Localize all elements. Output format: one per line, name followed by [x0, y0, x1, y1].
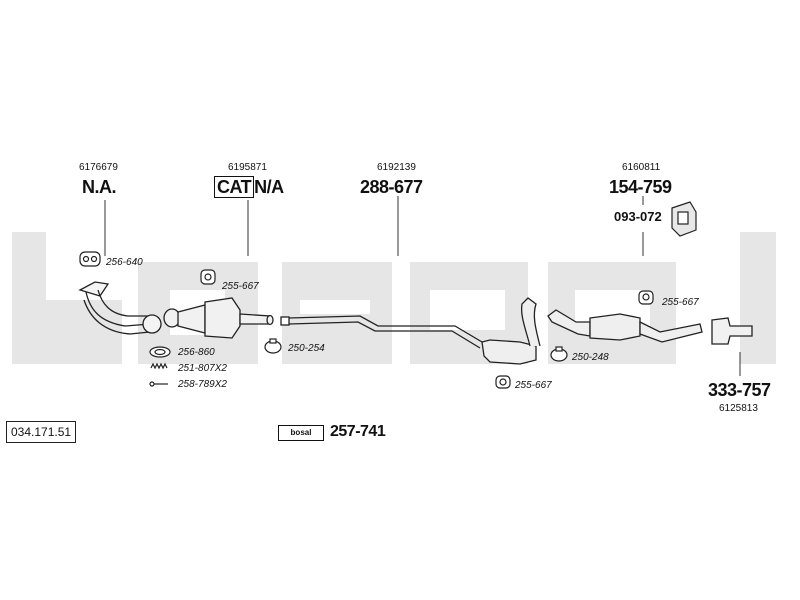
- kit-part-number: 257-741: [330, 423, 386, 440]
- center-pipe-part: [280, 297, 541, 365]
- cat-label: CAT: [214, 176, 255, 198]
- tail-pipe-part: [711, 317, 753, 345]
- springs-label: 251-807X2: [178, 363, 227, 374]
- cat-hanger-part: [200, 269, 216, 285]
- rear-hanger-hole: [642, 293, 650, 301]
- manifold-oem-number: 6176679: [79, 162, 118, 173]
- mid-hanger-label: 255-667: [515, 380, 552, 391]
- manifold-gasket-part: [79, 251, 101, 267]
- cat-hanger-label: 255-667: [222, 281, 259, 292]
- manifold-part-number: N.A.: [82, 177, 117, 197]
- bolts-label: 258-789X2: [178, 379, 227, 390]
- ring-gasket-hole: [154, 348, 166, 356]
- bracket-part: [671, 201, 697, 237]
- center-pipe-part-number: 288-677: [360, 177, 423, 197]
- mid-hanger-hole: [499, 378, 507, 386]
- tail-pipe-oem-number: 6125813: [719, 403, 758, 414]
- cat-na-label: N/A: [254, 177, 284, 197]
- rear-silencer-part-number: 154-759: [609, 177, 672, 197]
- center-pipe-oem-number: 6192139: [377, 162, 416, 173]
- spring-part: [150, 362, 168, 370]
- front-clamp-label: 250-254: [288, 343, 325, 354]
- front-clamp-screw: [269, 338, 277, 344]
- catalyst-oem-number: 6195871: [228, 162, 267, 173]
- accessory-icons: [149, 290, 654, 389]
- rear-hanger-label: 255-667: [662, 297, 699, 308]
- bracket-part-number: 093-072: [614, 209, 662, 224]
- leader-lines: [104, 196, 741, 376]
- catalyst-part: [163, 297, 274, 339]
- tail-pipe-part-number: 333-757: [708, 380, 771, 400]
- rear-silencer-oem-number: 6160811: [622, 162, 661, 173]
- front-pipe-part: [78, 281, 162, 335]
- document-id: 034.171.51: [6, 421, 77, 443]
- ring-gasket-label: 256-860: [178, 347, 215, 358]
- rear-clamp-screw: [555, 346, 563, 352]
- bolt-head: [149, 381, 155, 387]
- rear-clamp-label: 250-248: [572, 352, 609, 363]
- rear-silencer-part: [547, 309, 703, 343]
- bosal-kit-badge: bosal: [278, 425, 324, 441]
- manifold-gasket-label: 256-640: [106, 257, 143, 268]
